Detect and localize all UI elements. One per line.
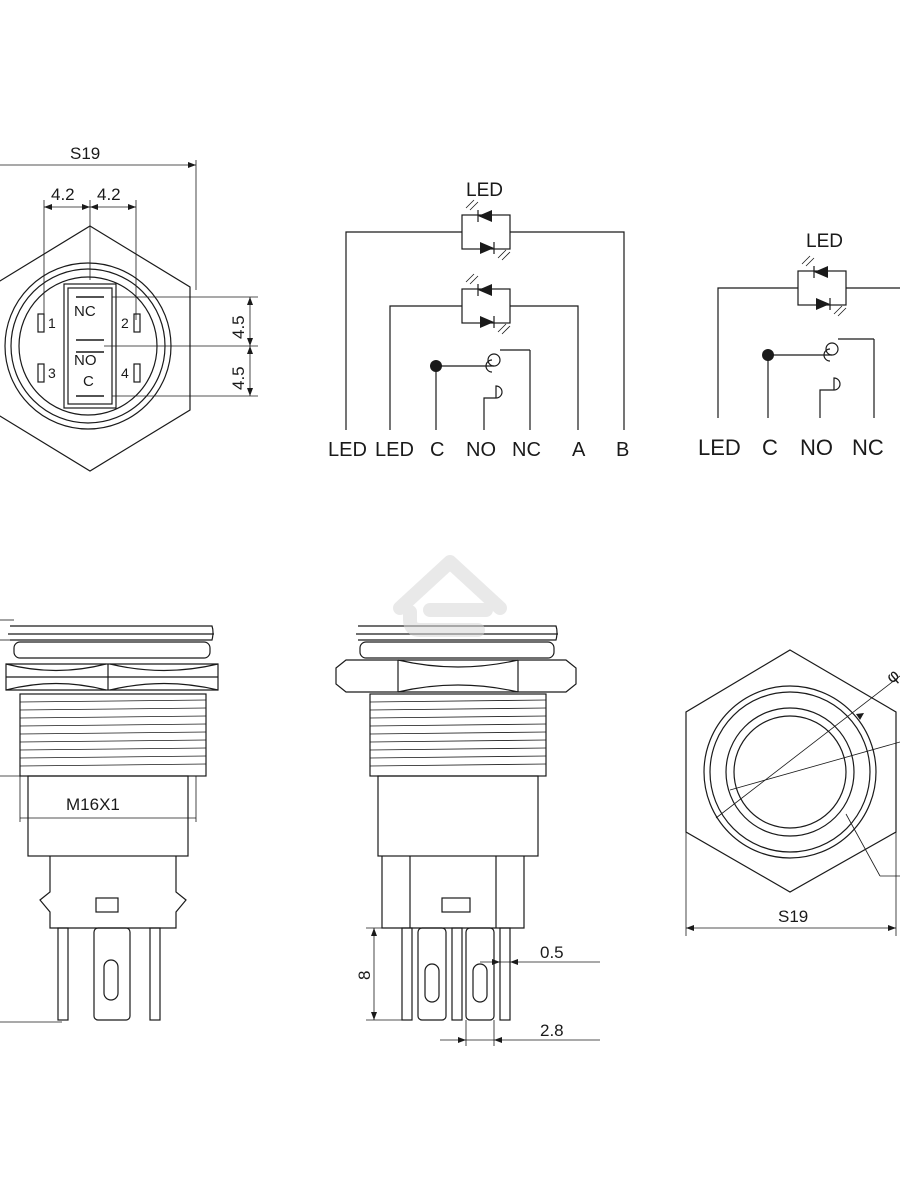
thread-label: M16X1 [66, 795, 120, 814]
pin-2-label: 2 [121, 315, 129, 331]
terminal-a: A [572, 439, 586, 461]
contact-c-label: C [83, 373, 94, 390]
pin-1-label: 1 [48, 315, 56, 331]
terminal-no: NO [466, 439, 496, 461]
schematic-bicolor: LED LED LED [328, 180, 629, 461]
schematic-single-title: LED [806, 231, 843, 252]
terminal-no: NO [800, 435, 833, 460]
house-watermark-icon [393, 555, 507, 637]
dim-s19-front: S19 [778, 907, 808, 926]
terminal-nc: NC [852, 435, 884, 460]
terminal-led-1: LED [328, 439, 367, 461]
top-view: S19 4.2 4.2 NC NO C 1 2 3 [0, 144, 258, 472]
pin-4-label: 4 [121, 365, 129, 381]
dim-4-2-right: 4.2 [97, 185, 121, 204]
dim-pin-width: 2.8 [540, 1021, 564, 1040]
terminal-nc: NC [512, 439, 541, 461]
dim-pin-length: 8 [355, 971, 374, 980]
contact-nc-label: NC [74, 303, 96, 320]
contact-no-label: NO [74, 352, 97, 369]
dim-4-5-upper: 4.5 [229, 315, 248, 339]
thread-lines-middle [369, 699, 547, 767]
pin-3-label: 3 [48, 365, 56, 381]
schematic-bicolor-terminals: LED LED C NO NC A B [328, 439, 629, 461]
side-view-left: M16X1 [0, 619, 219, 1023]
schematic-bicolor-title: LED [466, 180, 503, 201]
schematic-single-terminals: LED C NO NC [698, 435, 884, 460]
front-view: φ S19 [685, 649, 900, 936]
terminal-c: C [762, 435, 778, 460]
terminal-led-2: LED [375, 439, 414, 461]
dim-pin-thickness: 0.5 [540, 943, 564, 962]
dim-4-5-lower: 4.5 [229, 366, 248, 390]
dim-4-2-left: 4.2 [51, 185, 75, 204]
thread-lines-left [19, 699, 207, 767]
terminal-b: B [616, 439, 629, 461]
schematic-single: LED LED C NO NC [698, 231, 900, 460]
side-view-middle: 8 0.5 2.8 [335, 625, 600, 1046]
dim-s19-top: S19 [70, 144, 100, 163]
terminal-c: C [430, 439, 444, 461]
dim-diameter-symbol: φ [882, 665, 900, 687]
terminal-led: LED [698, 435, 741, 460]
